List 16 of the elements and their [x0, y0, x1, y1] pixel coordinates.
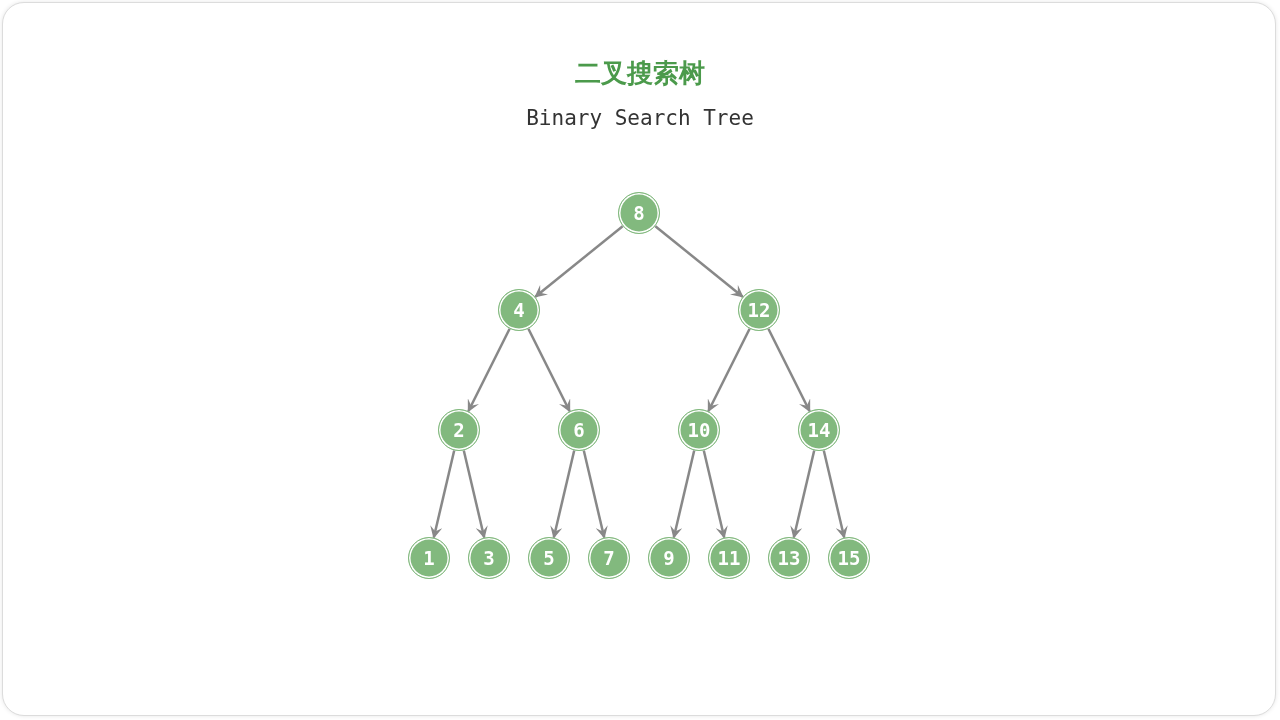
arrow	[527, 328, 571, 413]
arrow	[582, 450, 608, 539]
arrow	[430, 450, 456, 539]
subtitle: Binary Search Tree	[525, 106, 755, 130]
arrow	[790, 450, 816, 539]
arrow	[707, 328, 751, 413]
title: 二叉搜索树	[574, 57, 706, 90]
arrow	[767, 328, 811, 413]
arrow	[462, 450, 488, 539]
arrow	[822, 450, 848, 539]
arrow	[550, 450, 576, 539]
arrow	[467, 328, 511, 413]
arrow	[702, 450, 728, 539]
arrow	[670, 450, 696, 539]
arrow	[654, 225, 744, 298]
arrow	[534, 225, 624, 298]
